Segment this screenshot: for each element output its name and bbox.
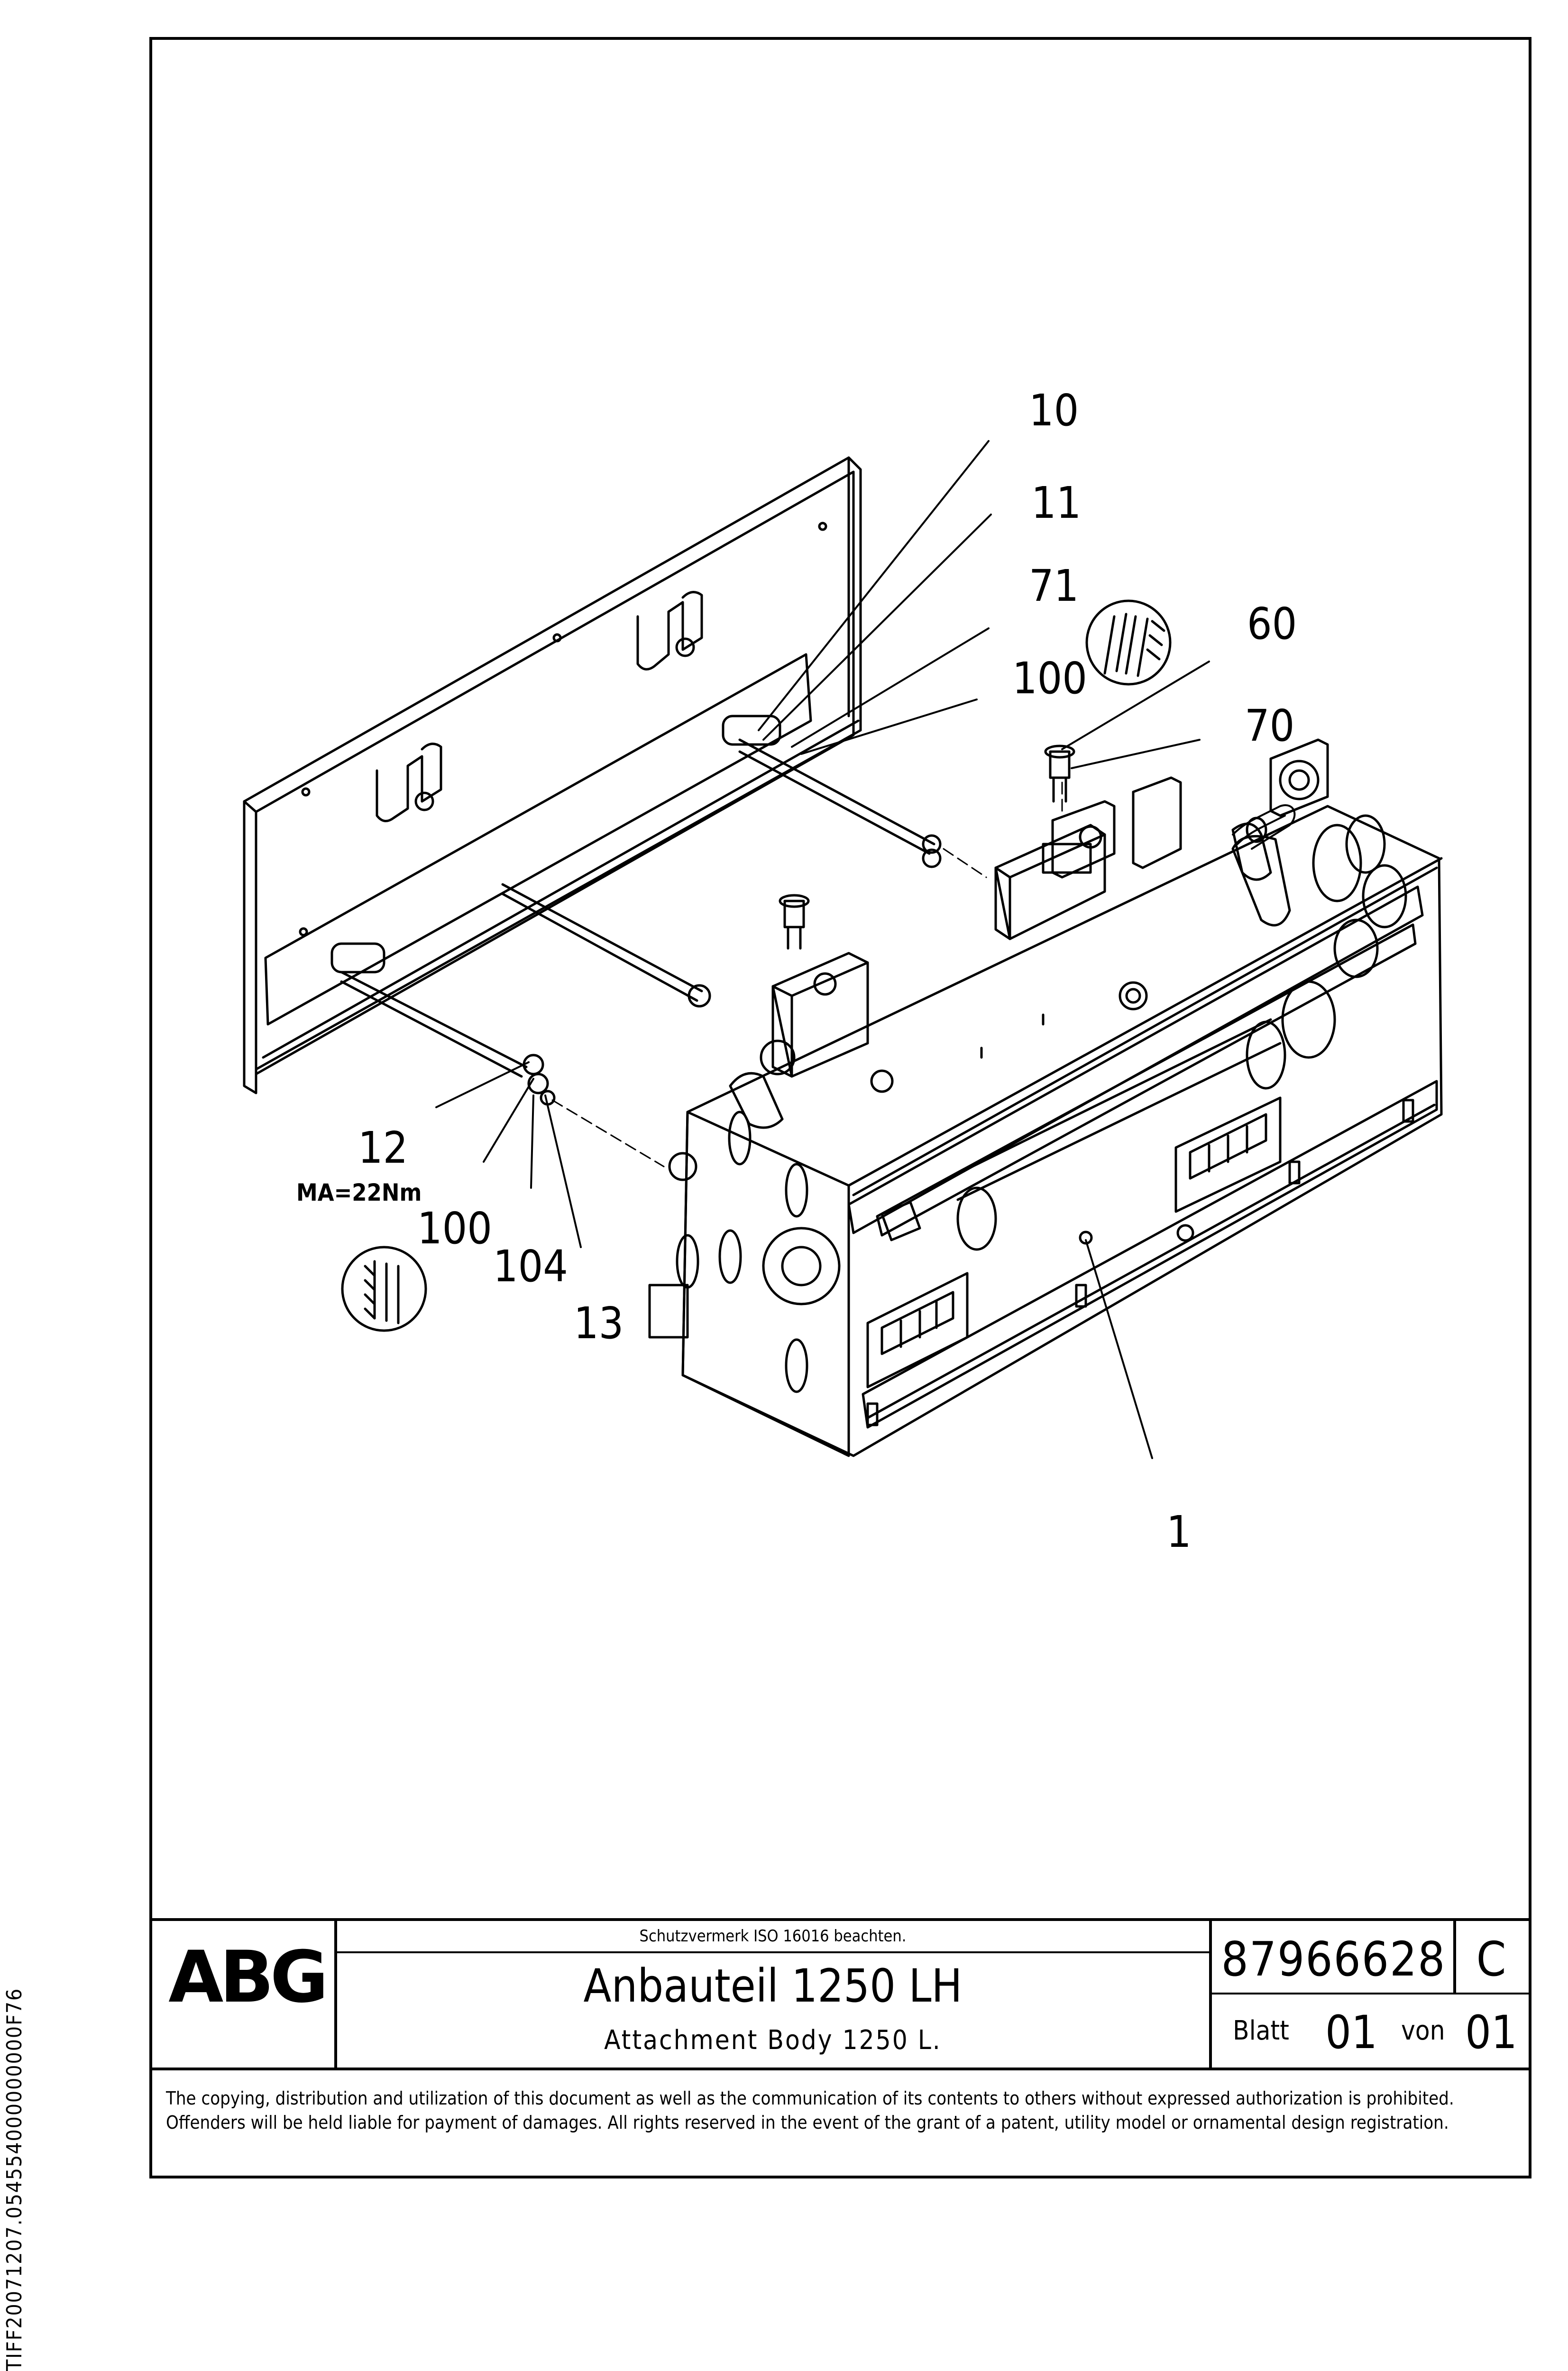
exploded-assembly-drawing — [243, 440, 1443, 1459]
valve-assembly — [729, 738, 1386, 1241]
sheet-number: 01 — [1325, 2006, 1377, 2059]
assembly-symbol-lower — [341, 1246, 427, 1332]
callout-1: 1 — [1166, 1507, 1192, 1557]
title-block-divider-logo — [334, 1918, 337, 2069]
callout-10: 10 — [1029, 385, 1079, 436]
protection-note: Schutzvermerk ISO 16016 beachten. — [639, 1927, 907, 1946]
document-number: 87966628 — [1221, 1931, 1446, 1987]
callout-70: 70 — [1245, 700, 1295, 751]
leader-lines — [435, 440, 1210, 1459]
copyright-notice: The copying, distribution and utilizatio… — [166, 2088, 1454, 2133]
assembly-symbol-upper — [1085, 599, 1172, 686]
callout-60: 60 — [1247, 598, 1297, 649]
callout-11: 11 — [1031, 478, 1082, 528]
company-logo: ABG — [168, 1936, 329, 2019]
title-block-bottom-border — [149, 2068, 1531, 2070]
callout-71: 71 — [1029, 561, 1079, 611]
drawing-frame — [149, 37, 1531, 2178]
callout-13: 13 — [574, 1298, 624, 1349]
title-block-divider-revision — [1453, 1918, 1456, 1994]
sheet-label: Blatt — [1233, 2015, 1289, 2046]
callout-104: 104 — [493, 1241, 568, 1292]
tie-rods — [340, 738, 942, 1106]
title-german: Anbauteil 1250 LH — [583, 1959, 963, 2013]
callout-100-lower: 100 — [417, 1203, 492, 1254]
mounting-plate — [243, 456, 862, 1094]
of-label: von — [1401, 2015, 1445, 2046]
sheet-total: 01 — [1465, 2006, 1517, 2059]
title-block-top-border — [149, 1918, 1531, 1921]
title-block-row-sheet — [1209, 1993, 1531, 1994]
callout-12: 12 — [358, 1122, 408, 1173]
torque-note: MA=22Nm — [296, 1179, 422, 1206]
callout-100-upper: 100 — [1012, 653, 1087, 704]
title-english: Attachment Body 1250 L. — [604, 2025, 942, 2056]
title-block-row-title — [334, 1951, 1210, 1953]
main-body — [648, 805, 1443, 1457]
alignment-lines — [551, 781, 1063, 1167]
revision-letter: C — [1476, 1931, 1506, 1987]
